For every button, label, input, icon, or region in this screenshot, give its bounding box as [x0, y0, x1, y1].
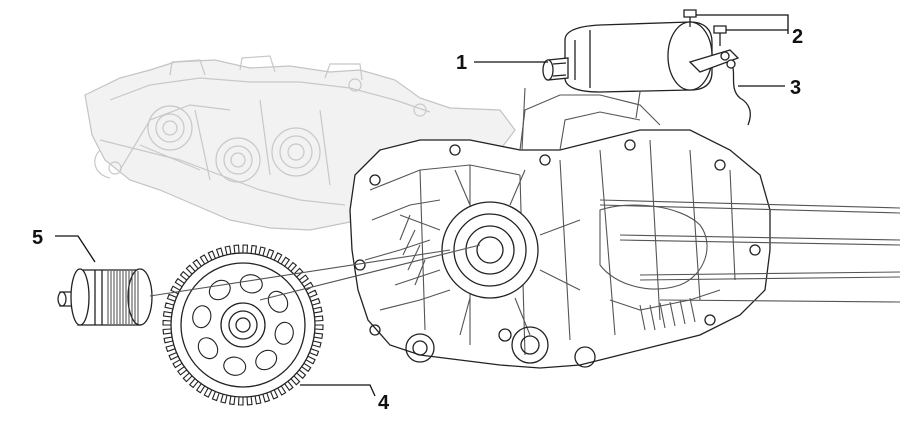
gear-hole: [192, 305, 212, 329]
callout-1: 1: [456, 52, 467, 74]
gear-hole: [274, 321, 294, 345]
long-bolts: [599, 199, 901, 303]
gear-hole: [255, 349, 278, 371]
small-gear-shaft: [57, 268, 153, 326]
callout-5: 5: [32, 227, 43, 249]
main-crankcase: [349, 94, 771, 369]
screws: [683, 9, 727, 46]
callout-4: 4: [378, 392, 390, 414]
callout-3: 3: [790, 77, 801, 99]
assembly-guides: [149, 244, 481, 301]
starter-motor: [521, 21, 740, 151]
large-gear: [162, 244, 324, 406]
gear-hole: [197, 337, 219, 360]
starter-cable: [726, 59, 752, 126]
small-gear-teeth: [107, 271, 139, 324]
gear-hole: [223, 356, 247, 376]
callout-2: 2: [792, 26, 803, 48]
gear-teeth: [162, 244, 324, 406]
leader-lines: [55, 14, 789, 397]
